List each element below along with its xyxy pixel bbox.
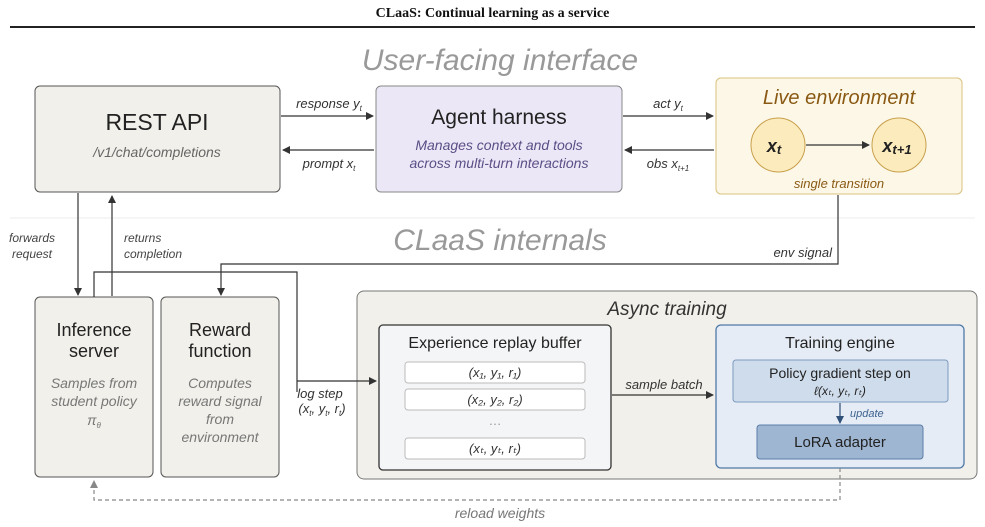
rest-api-box [34, 85, 281, 193]
section-internals: CLaaS internals [393, 224, 606, 257]
returns-label-2: completion [124, 247, 182, 261]
inference-server-desc-1: Samples from [51, 375, 138, 391]
policy-gradient-line-1: Policy gradient step on [769, 365, 911, 381]
inference-server-title-1: Inference [56, 320, 131, 340]
lora-adapter-label: LoRA adapter [794, 434, 886, 451]
log-step-label-1: log step [297, 386, 343, 401]
reward-function-desc-3: from [206, 411, 234, 427]
reward-function-box [160, 296, 280, 478]
reload-weights-arrow [90, 468, 841, 501]
rest-api-path: /v1/chat/completions [92, 144, 221, 160]
policy-gradient-line-2: ℓ(xₜ, yₜ, rₜ) [814, 384, 866, 398]
reward-function-title-1: Reward [189, 320, 251, 340]
inference-server-title-2: server [69, 341, 119, 361]
live-environment-title: Live environment [763, 87, 917, 109]
state-next-node [871, 117, 927, 173]
policy-gradient-box [732, 359, 949, 403]
forwards-label-2: request [12, 247, 53, 261]
state-now-node [750, 117, 806, 173]
inference-to-reward-connector [93, 271, 298, 392]
prompt-label: prompt xt [302, 156, 357, 173]
update-label: update [850, 408, 884, 420]
section-user-facing: User-facing interface [362, 44, 638, 77]
buffer-ellipsis: … [489, 413, 502, 428]
async-training-title: Async training [606, 299, 727, 320]
buffer-row-text: (x₁, y₁, r₁) [469, 365, 522, 380]
replay-buffer-title: Experience replay buffer [408, 335, 582, 352]
sample-batch-label: sample batch [625, 377, 702, 392]
inference-server-desc-2: student policy [51, 393, 138, 409]
page-title: CLaaS: Continual learning as a service [375, 6, 610, 21]
buffer-row [404, 388, 586, 411]
buffer-row-text: (x₂, y₂, r₂) [467, 392, 522, 407]
inference-server-desc-3: πθ [87, 412, 101, 430]
lora-adapter-box [756, 424, 924, 460]
act-label: act yt [653, 96, 683, 113]
response-label: response yt [296, 96, 363, 113]
env-signal-label: env signal [773, 245, 833, 260]
agent-harness-box [375, 85, 623, 193]
live-environment-caption: single transition [794, 176, 884, 191]
buffer-row [404, 361, 586, 384]
agent-harness-desc-1: Manages context and tools [415, 137, 582, 153]
state-next-label: xt+1 [881, 136, 911, 157]
log-step-label-2: (xt, yt, rt) [298, 401, 345, 418]
reward-function-title-2: function [188, 341, 251, 361]
env-signal-arrow [217, 195, 839, 296]
reward-function-desc-2: reward signal [178, 393, 262, 409]
title-rule [10, 26, 975, 28]
returns-label-1: returns [124, 231, 161, 245]
reload-weights-label: reload weights [455, 505, 545, 521]
obs-label: obs xt+1 [647, 156, 689, 173]
buffer-row [404, 437, 586, 460]
reward-function-desc-1: Computes [188, 375, 252, 391]
state-now-label: xt [766, 136, 782, 157]
reward-function-desc-4: environment [181, 429, 259, 445]
agent-harness-desc-2: across multi-turn interactions [410, 155, 589, 171]
forwards-label-1: forwards [9, 231, 55, 245]
buffer-row-text: (xₜ, yₜ, rₜ) [469, 441, 521, 456]
training-engine-title: Training engine [785, 335, 895, 352]
rest-api-title: REST API [105, 109, 208, 135]
agent-harness-title: Agent harness [431, 106, 566, 129]
